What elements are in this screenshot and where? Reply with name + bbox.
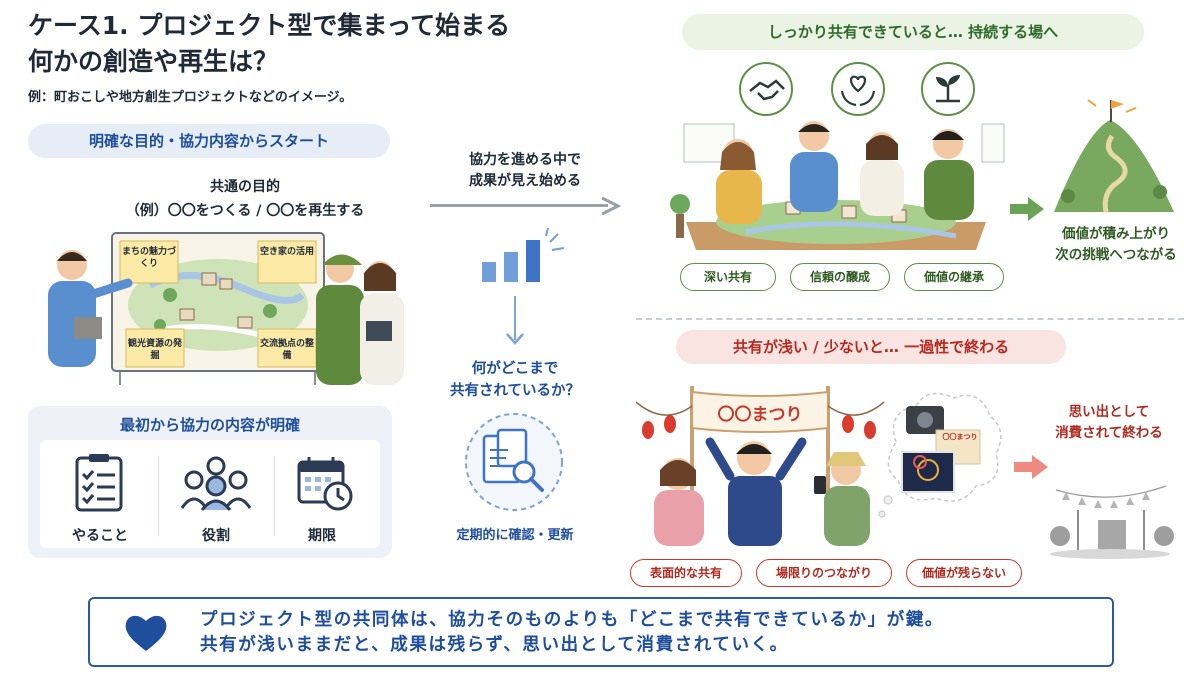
clear-content-title: 最初から協力の内容が明確: [119, 416, 300, 434]
down-arrow-shaft: [514, 296, 516, 340]
item-label-todo: やること: [72, 528, 128, 544]
key-message-box: プロジェクト型の共同体は、協力そのものよりも「どこまで共有できているか」が鍵。 …: [88, 597, 1114, 667]
start-pill: 明確な目的・協力内容からスタート: [28, 124, 390, 158]
transient-result-line-2: 消費されて終わる: [1055, 425, 1163, 441]
board-note-4: 交流拠点の整備: [259, 339, 314, 361]
question-line-1: 何がどこまで: [471, 361, 559, 377]
sustain-result: 価値が積み上がり 次の挑戦へつながる: [1036, 224, 1196, 266]
board-note-3: 観光資源の発掘: [127, 339, 182, 361]
question-line-2: 共有されているか？: [449, 383, 581, 399]
green-arrow-icon: [1010, 197, 1044, 221]
question-text: 何がどこまで 共有されているか？: [418, 358, 612, 402]
divider: [158, 456, 159, 536]
down-arrow-head-icon: [506, 333, 524, 345]
tag-surface-sharing: 表面的な共有: [630, 559, 742, 587]
tag-value-not-retained: 価値が残らない: [906, 559, 1022, 587]
sprout-icon: [921, 62, 975, 116]
team-table-illustration: [670, 121, 1005, 250]
item-label-deadline: 期限: [308, 528, 336, 544]
red-arrow-icon: [1014, 455, 1048, 479]
tag-temporary-connection: 場限りのつながり: [756, 559, 892, 587]
sustain-pill: しっかり共有できていると… 持続する場へ: [682, 14, 1144, 50]
board-note-1: まちの魅力づくり: [121, 247, 176, 269]
heart-icon: [125, 615, 167, 651]
main-arrow-head-icon: [601, 196, 622, 216]
progress-text: 協力を進める中で 成果が見え始める: [440, 150, 610, 192]
key-message-line-2: 共有が浅いままだと、成果は残らず、思い出として消費されていく。: [200, 635, 789, 655]
page-subtitle: 例：町おこしや地方創生プロジェクトなどのイメージ。: [28, 90, 353, 105]
key-message-line-1: プロジェクト型の共同体は、協力そのものよりも「どこまで共有できているか」が鍵。: [200, 610, 945, 630]
title-line-1: ケース1. プロジェクト型で集まって始まる: [28, 11, 511, 40]
handshake-icon: [739, 62, 793, 116]
checklist-icon: [75, 454, 123, 512]
key-message-text: プロジェクト型の共同体は、協力そのものよりも「どこまで共有できているか」が鍵。 …: [200, 608, 944, 658]
sustain-result-line-2: 次の挑戦へつながる: [1055, 247, 1177, 263]
divider: [274, 456, 275, 536]
tag-value-succession: 価値の継承: [904, 263, 1004, 291]
item-label-role: 役割: [202, 528, 230, 544]
progress-text-line-2: 成果が見え始める: [469, 173, 581, 189]
tag-trust-building: 信頼の醸成: [790, 263, 890, 291]
memory-cloud-illustration: [878, 392, 1002, 518]
summit-hill-illustration: [1054, 99, 1174, 213]
check-label: 定期的に確認・更新: [456, 528, 574, 543]
purpose-title: 共通の目的: [210, 179, 280, 195]
purpose-block: 共通の目的: [140, 176, 350, 196]
photo-label: 〇〇まつり: [942, 433, 978, 441]
faded-festival-illustration: [1050, 485, 1174, 559]
transient-result-line-1: 思い出として: [1068, 404, 1150, 420]
tag-deep-sharing: 深い共有: [680, 263, 776, 291]
growth-bars-icon: [482, 227, 565, 282]
board-note-2: 空き家の活用: [259, 247, 314, 257]
section-separator: [636, 318, 1184, 320]
progress-text-line-1: 協力を進める中で: [469, 152, 581, 168]
festival-illustration: [636, 386, 885, 546]
calendar-clock-icon: [297, 457, 353, 511]
transient-pill: 共有が浅い / 少ないと… 一過性で終わる: [676, 330, 1066, 364]
page-title: ケース1. プロジェクト型で集まって始まる 何かの創造や再生は？: [28, 8, 510, 80]
heart-hands-icon: [831, 62, 885, 116]
festival-banner-text: 〇〇まつり: [717, 405, 803, 425]
sustain-result-line-1: 価値が積み上がり: [1062, 226, 1170, 242]
title-line-2: 何かの創造や再生は？: [28, 47, 279, 76]
main-arrow-shaft: [430, 204, 608, 207]
people-icon: [180, 456, 252, 511]
planning-board-illustration: [48, 232, 404, 385]
transient-result: 思い出として 消費されて終わる: [1034, 402, 1184, 444]
purpose-example: （例）〇〇をつくる / 〇〇を再生する: [125, 203, 365, 219]
document-search-icon: [465, 413, 563, 511]
